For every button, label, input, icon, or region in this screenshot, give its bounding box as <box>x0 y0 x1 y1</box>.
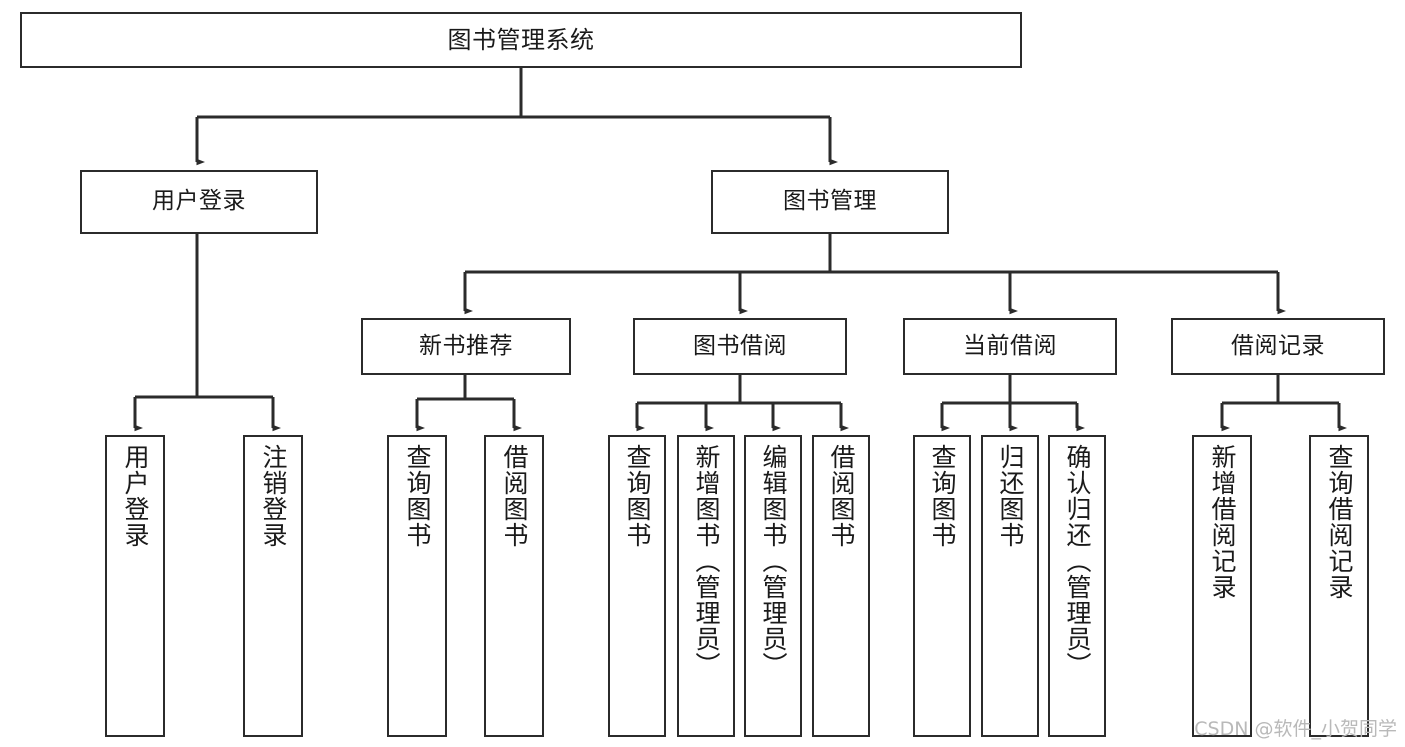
node-leaf-logout-login-label: 注销登录 <box>259 444 288 548</box>
node-leaf-query-book-3[interactable]: 查询图书 <box>913 435 971 737</box>
node-leaf-query-record-label: 查询借阅记录 <box>1325 444 1354 600</box>
node-leaf-logout-login[interactable]: 注销登录 <box>243 435 303 737</box>
node-leaf-edit-book[interactable]: 编辑图书（管理员） <box>744 435 802 737</box>
node-current-borrow-label: 当前借阅 <box>963 332 1057 359</box>
node-book-management-label: 图书管理 <box>783 188 877 215</box>
node-leaf-user-login[interactable]: 用户登录 <box>105 435 165 737</box>
node-leaf-add-book[interactable]: 新增图书（管理员） <box>677 435 735 737</box>
node-root-label: 图书管理系统 <box>447 25 595 54</box>
node-new-book-recommend-label: 新书推荐 <box>419 332 513 359</box>
node-leaf-user-login-label: 用户登录 <box>121 444 150 548</box>
node-leaf-query-book-2[interactable]: 查询图书 <box>608 435 666 737</box>
node-leaf-borrow-book-1[interactable]: 借阅图书 <box>484 435 544 737</box>
node-book-management[interactable]: 图书管理 <box>711 170 949 234</box>
node-leaf-confirm-return-label: 确认归还（管理员） <box>1063 444 1092 678</box>
node-leaf-confirm-return[interactable]: 确认归还（管理员） <box>1048 435 1106 737</box>
csdn-watermark: CSDN @软件_小贺同学 <box>1194 718 1397 740</box>
node-leaf-add-record[interactable]: 新增借阅记录 <box>1192 435 1252 737</box>
node-current-borrow[interactable]: 当前借阅 <box>903 318 1117 375</box>
node-user-login[interactable]: 用户登录 <box>80 170 318 234</box>
node-leaf-edit-book-label: 编辑图书（管理员） <box>759 444 788 678</box>
node-borrow-record-label: 借阅记录 <box>1231 332 1325 359</box>
node-leaf-borrow-book-2[interactable]: 借阅图书 <box>812 435 870 737</box>
node-leaf-add-record-label: 新增借阅记录 <box>1208 444 1237 600</box>
node-leaf-borrow-book-2-label: 借阅图书 <box>827 444 856 548</box>
node-leaf-query-book-1-label: 查询图书 <box>403 444 432 548</box>
node-book-borrow-label: 图书借阅 <box>693 332 787 359</box>
node-leaf-return-book-label: 归还图书 <box>996 444 1025 548</box>
node-leaf-query-record[interactable]: 查询借阅记录 <box>1309 435 1369 737</box>
node-new-book-recommend[interactable]: 新书推荐 <box>361 318 571 375</box>
node-leaf-query-book-1[interactable]: 查询图书 <box>387 435 447 737</box>
node-leaf-borrow-book-1-label: 借阅图书 <box>500 444 529 548</box>
node-user-login-label: 用户登录 <box>152 188 246 215</box>
node-leaf-add-book-label: 新增图书（管理员） <box>692 444 721 678</box>
node-root-book-management-system[interactable]: 图书管理系统 <box>20 12 1022 68</box>
node-leaf-return-book[interactable]: 归还图书 <box>981 435 1039 737</box>
node-book-borrow[interactable]: 图书借阅 <box>633 318 847 375</box>
node-borrow-record[interactable]: 借阅记录 <box>1171 318 1385 375</box>
node-leaf-query-book-3-label: 查询图书 <box>928 444 957 548</box>
node-leaf-query-book-2-label: 查询图书 <box>623 444 652 548</box>
